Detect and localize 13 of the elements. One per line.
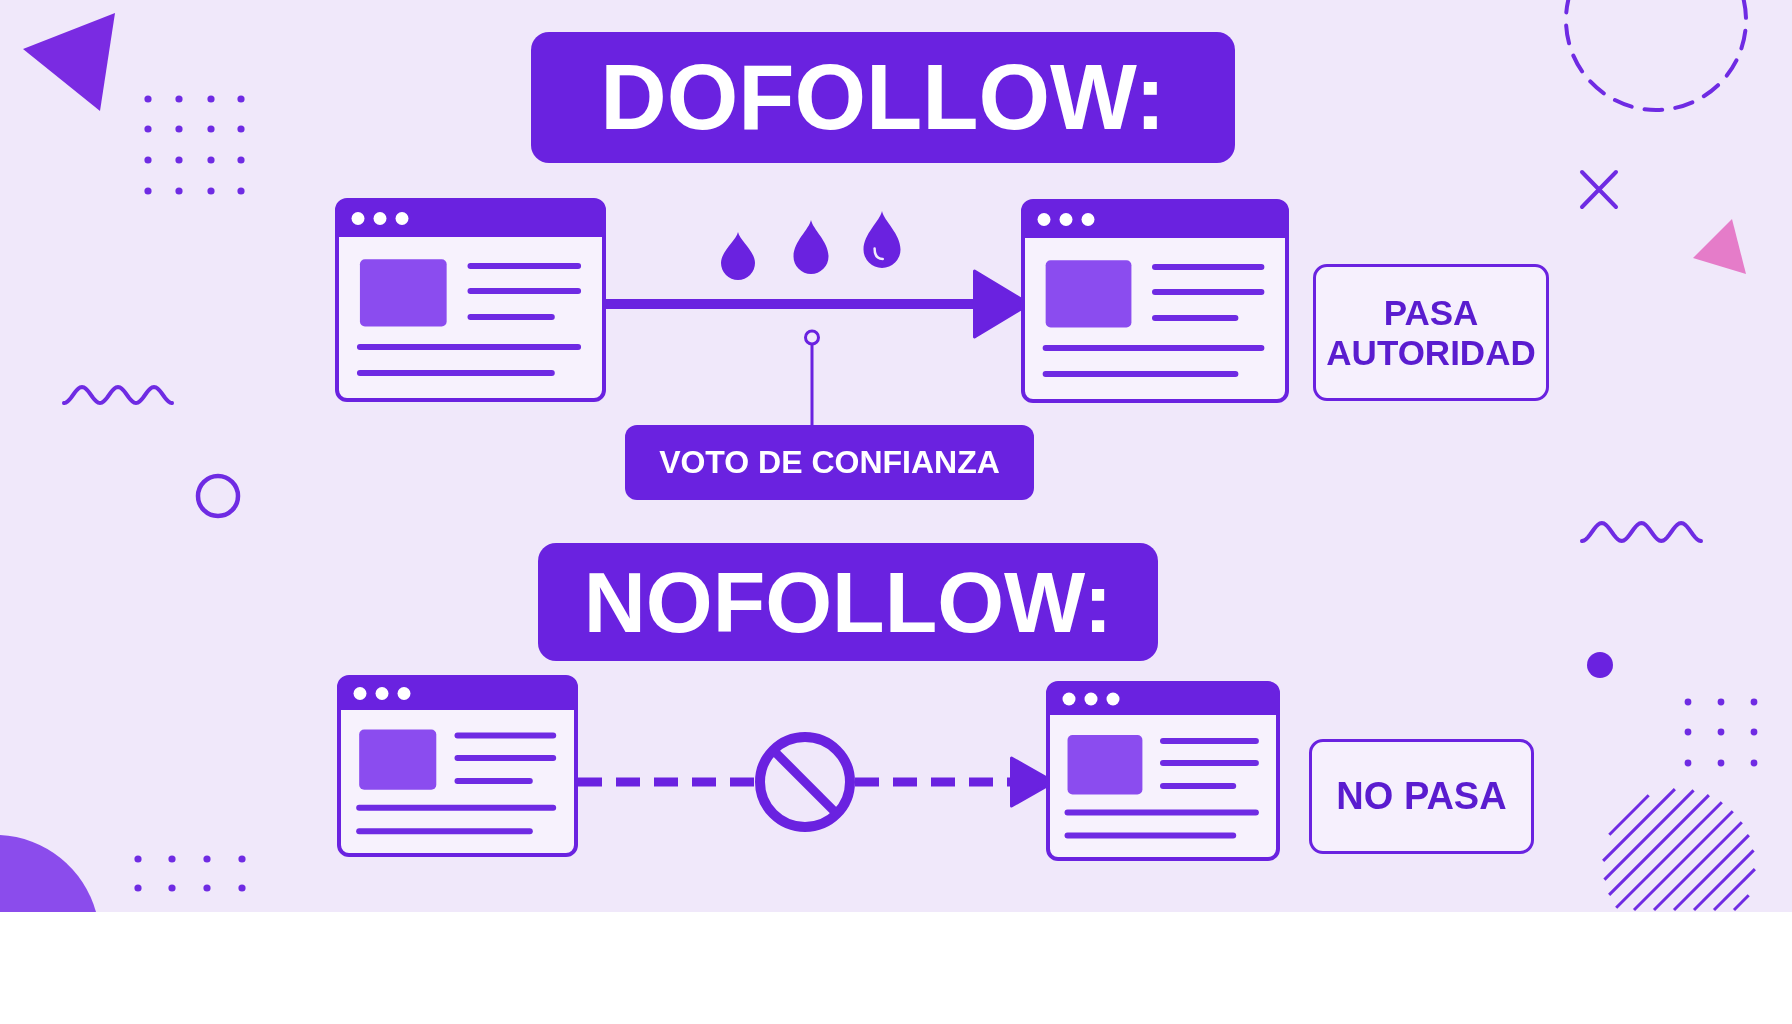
result-box [1313, 264, 1549, 401]
dashed-line [578, 777, 755, 787]
result-box [1309, 739, 1534, 854]
prohibition-icon [755, 732, 855, 832]
result-text: NO PASA [1336, 775, 1507, 818]
callout-tag [625, 425, 1034, 500]
heading-text: NOFOLLOW: [583, 553, 1113, 651]
result-text: PASA AUTORIDAD [1326, 293, 1536, 372]
heading-text: DOFOLLOW: [600, 46, 1166, 149]
leader-line [804, 329, 820, 425]
heading-banner [531, 32, 1235, 163]
callout-text: VOTO DE CONFIANZA [659, 444, 1000, 481]
heading-banner [538, 543, 1158, 661]
